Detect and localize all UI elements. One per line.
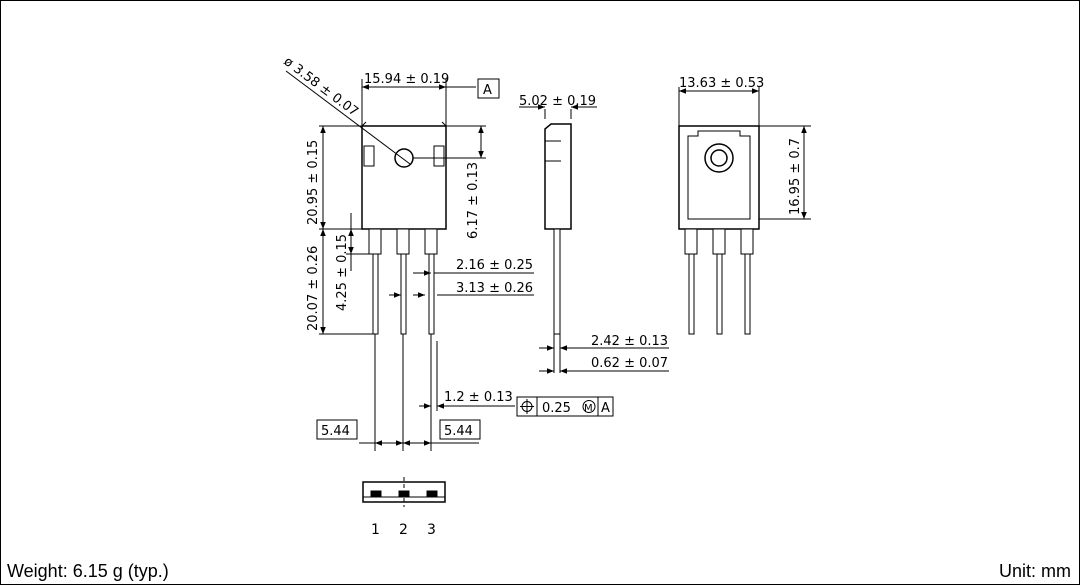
- lead-pitch-tol-dim: 1.2 ± 0.13: [444, 390, 513, 405]
- front-body: [361, 125, 447, 230]
- pin-label-3: 3: [427, 522, 436, 538]
- front-leads: [368, 228, 438, 335]
- pin-label-1: 1: [371, 522, 380, 538]
- pitch-box-right: [439, 419, 481, 440]
- bottom-view: [362, 477, 446, 507]
- datum-label: A: [483, 83, 492, 98]
- lead-shoulder-dim: 4.25 ± 0.15: [335, 234, 350, 311]
- back-heatsink: [687, 130, 751, 220]
- back-height-dim: 16.95 ± 0.7: [788, 138, 803, 215]
- lead-tip-dim: 0.62 ± 0.07: [591, 356, 668, 371]
- datum-box: [477, 78, 500, 99]
- weight-note: Weight: 6.15 g (typ.): [7, 561, 169, 581]
- pitch-right-label: 5.44: [444, 424, 473, 439]
- lead-width-2-dim: 3.13 ± 0.26: [456, 281, 533, 296]
- pin-label-2: 2: [399, 522, 408, 538]
- lead-length-dim: 20.07 ± 0.26: [306, 246, 321, 331]
- front-notch-right: [433, 145, 445, 167]
- side-view: [519, 104, 669, 374]
- lead-width-1-dim: 2.16 ± 0.25: [456, 258, 533, 273]
- width-front-dim: 15.94 ± 0.19: [364, 72, 449, 87]
- back-leads: [684, 228, 754, 335]
- pitch-box-left: [316, 419, 358, 440]
- package-drawing: ø 3.58 ± 0.07 15.94 ± 0.19 A 5.02 ± 0.19…: [281, 54, 811, 538]
- position-tol-value: 0.25: [542, 401, 571, 416]
- unit-note: Unit: mm: [999, 561, 1071, 581]
- thickness-side-dim: 5.02 ± 0.19: [519, 94, 596, 109]
- back-view: [678, 87, 811, 335]
- lead-thickness-dim: 2.42 ± 0.13: [591, 334, 668, 349]
- front-notch-left: [363, 145, 375, 167]
- hole-offset-dim: 6.17 ± 0.13: [466, 162, 481, 239]
- position-tolerance-frame: [516, 396, 614, 417]
- body-height-dim: 20.95 ± 0.15: [306, 140, 321, 225]
- width-back-dim: 13.63 ± 0.53: [679, 76, 764, 91]
- modifier-label: M: [584, 403, 593, 414]
- hole-dim: ø 3.58 ± 0.07: [281, 54, 361, 120]
- front-view: [285, 70, 614, 451]
- side-body: [544, 123, 572, 230]
- pitch-left-label: 5.44: [321, 424, 350, 439]
- side-lead: [553, 228, 561, 335]
- mounting-hole: [394, 148, 414, 168]
- position-datum-ref: A: [601, 401, 610, 416]
